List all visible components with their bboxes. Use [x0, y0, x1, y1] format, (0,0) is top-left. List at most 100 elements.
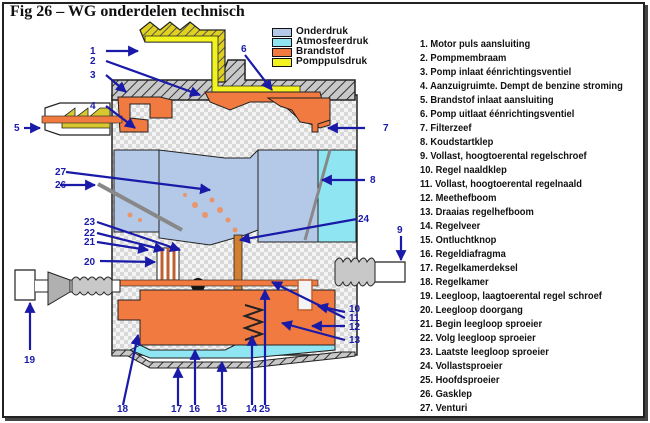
- part-label: Vollast, hoogtoerental regelnaald: [435, 179, 582, 190]
- callout-13: 13: [349, 335, 361, 346]
- parts-list-item: 3. Pomp inlaat éénrichtingsventiel: [420, 66, 623, 80]
- idle-screw-cone: [47, 271, 71, 306]
- callout-11: 11: [349, 313, 360, 324]
- parts-list-item: 26. Gasklep: [420, 388, 623, 402]
- venturi-throat: [158, 148, 259, 246]
- idle-screw-head: [14, 269, 36, 301]
- part-number: 7.: [420, 123, 428, 134]
- parts-list-item: 2. Pompmembraam: [420, 52, 623, 66]
- part-label: Regelkamer: [435, 277, 489, 288]
- figure-frame: [2, 2, 645, 418]
- callout-24: 24: [358, 214, 370, 225]
- parts-list-item: 14. Regelveer: [420, 220, 623, 234]
- part-number: 4.: [420, 81, 428, 92]
- parts-list-item: 23. Laatste leegloop sproeier: [420, 346, 623, 360]
- part-number: 16.: [420, 249, 434, 260]
- parts-list-item: 17. Regelkamerdeksel: [420, 262, 623, 276]
- high-speed-spring: [334, 257, 376, 287]
- regulating-spring: [241, 304, 266, 341]
- part-label: Pomp uitlaat éénrichtingsventiel: [430, 109, 575, 120]
- part-number: 26.: [420, 389, 434, 400]
- parts-list-item: 13. Draaias regelhefboom: [420, 206, 623, 220]
- part-number: 8.: [420, 137, 428, 148]
- parts-list-item: 9. Vollast, hoogtoerental regelschroef: [420, 150, 623, 164]
- callout-9: 9: [397, 225, 403, 236]
- part-number: 10.: [420, 165, 434, 176]
- callout-labels: 1 2 3 4 5 6 7 8 9 10 11 12 13 14 15 16 1…: [14, 44, 403, 415]
- callout-17: 17: [171, 404, 183, 415]
- callout-26: 26: [55, 180, 67, 191]
- part-label: Meethefboom: [435, 193, 497, 204]
- fuel-gallery: [117, 279, 319, 287]
- legend-item-pomppulsdruk: Pomppulsdruk: [272, 57, 368, 67]
- part-number: 1.: [420, 39, 428, 50]
- regulating-diaphragm: [128, 344, 336, 359]
- callout-20: 20: [84, 257, 96, 268]
- parts-list-item: 5. Brandstof inlaat aansluiting: [420, 94, 623, 108]
- parts-list-item: 7. Filterzeef: [420, 122, 623, 136]
- parts-list-item: 12. Meethefboom: [420, 192, 623, 206]
- parts-list-item: 20. Leegloop doorgang: [420, 304, 623, 318]
- part-label: Vollast, hoogtoerental regelschroef: [430, 151, 587, 162]
- part-label: Regelveer: [435, 221, 481, 232]
- legend-item-brandstof: Brandstof: [272, 47, 368, 57]
- callout-25: 25: [259, 404, 271, 415]
- callout-8: 8: [370, 175, 376, 186]
- callout-3: 3: [90, 70, 96, 81]
- legend-swatch: [272, 57, 292, 67]
- parts-list-item: 25. Hoofdsproeier: [420, 374, 623, 388]
- callout-4: 4: [90, 101, 96, 112]
- part-number: 19.: [420, 291, 434, 302]
- callout-6: 6: [241, 44, 247, 55]
- throttle-valve: [97, 182, 183, 232]
- parts-list-item: 21. Begin leegloop sproeier: [420, 318, 623, 332]
- part-label: Filterzeef: [430, 123, 472, 134]
- part-number: 24.: [420, 361, 434, 372]
- part-number: 2.: [420, 53, 428, 64]
- part-number: 9.: [420, 151, 428, 162]
- part-number: 5.: [420, 95, 428, 106]
- part-label: Leegloop doorgang: [435, 305, 523, 316]
- part-number: 21.: [420, 319, 434, 330]
- chamber-cover: [111, 349, 356, 369]
- part-number: 23.: [420, 347, 434, 358]
- legend: Onderdruk Atmosfeerdruk Brandstof Pomppu…: [272, 27, 368, 67]
- callout-10: 10: [349, 304, 361, 315]
- fuel-outlet-chamber: [266, 97, 331, 133]
- part-label: Draaias regelhefboom: [435, 207, 534, 218]
- parts-list-item: 16. Regeldiafragma: [420, 248, 623, 262]
- part-label: Pompmembraam: [430, 53, 507, 64]
- callout-2: 2: [90, 56, 96, 67]
- parts-list-item: 15. Ontluchtknop: [420, 234, 623, 248]
- part-label: Regeldiafragma: [435, 249, 506, 260]
- part-label: Pomp inlaat éénrichtingsventiel: [430, 67, 572, 78]
- part-label: Aanzuigruimte. Dempt de benzine stroming: [430, 81, 623, 92]
- callout-18: 18: [117, 404, 129, 415]
- part-label: Regel naaldklep: [435, 165, 507, 176]
- part-label: Brandstof inlaat aansluiting: [430, 95, 554, 106]
- fuel-inlet-channel: [41, 115, 123, 124]
- venturi-left: [113, 149, 160, 233]
- callout-22: 22: [84, 228, 96, 239]
- part-number: 15.: [420, 235, 434, 246]
- part-label: Begin leegloop sproeier: [435, 319, 543, 330]
- part-number: 25.: [420, 375, 434, 386]
- part-number: 20.: [420, 305, 434, 316]
- parts-list-item: 27. Venturi: [420, 402, 623, 416]
- figure-title: Fig 26 – WG onderdelen technisch: [10, 3, 245, 20]
- part-label: Koudstartklep: [430, 137, 494, 148]
- callout-27: 27: [55, 167, 67, 178]
- atmospheric-zone: [317, 149, 357, 243]
- part-label: Hoofdsproeier: [435, 375, 500, 386]
- part-number: 14.: [420, 221, 434, 232]
- idle-screw-spring: [71, 276, 113, 296]
- legend-label: Atmosfeerdruk: [296, 36, 369, 47]
- parts-list-item: 11. Vollast, hoogtoerental regelnaald: [420, 178, 623, 192]
- part-number: 12.: [420, 193, 434, 204]
- parts-list-item: 10. Regel naaldklep: [420, 164, 623, 178]
- legend-label: Onderdruk: [296, 26, 349, 37]
- part-number: 27.: [420, 403, 434, 414]
- callout-arrows: [24, 45, 407, 406]
- callout-21: 21: [84, 237, 96, 248]
